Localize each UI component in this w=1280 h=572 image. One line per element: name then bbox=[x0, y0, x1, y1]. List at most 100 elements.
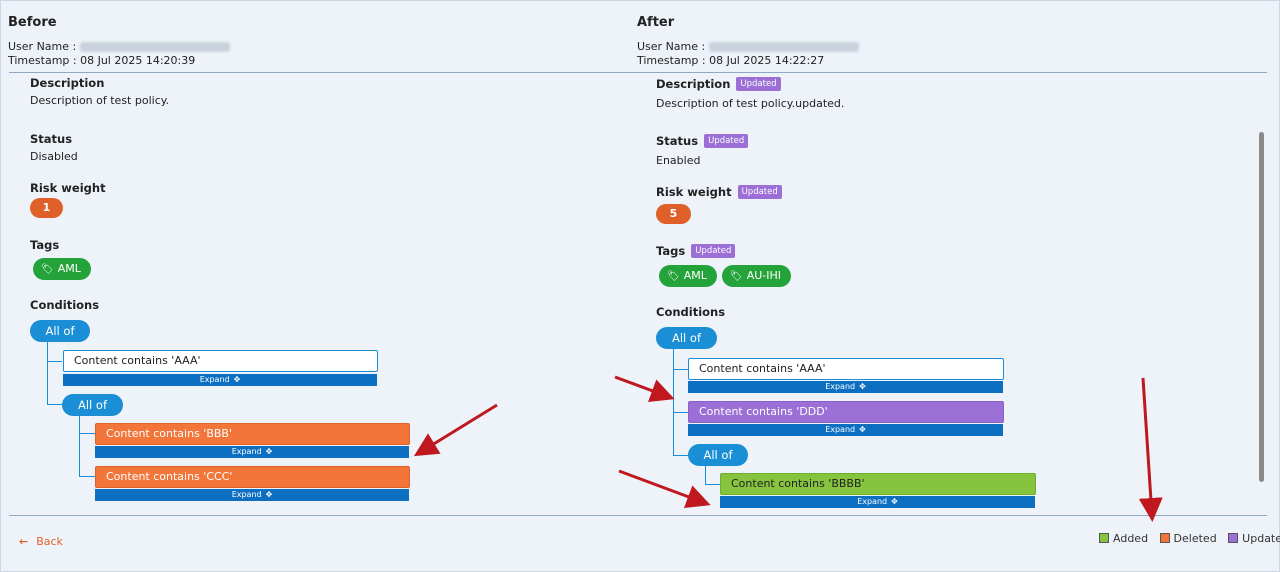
after-tag-chip-aml: 🏷AML bbox=[659, 265, 717, 287]
after-title: After bbox=[637, 15, 675, 30]
legend-label: Updated bbox=[1242, 532, 1280, 545]
after-allof-root[interactable]: All of bbox=[656, 327, 717, 349]
before-conditions-label: Conditions bbox=[30, 298, 100, 312]
after-timestamp: Timestamp : 08 Jul 2025 14:22:27 bbox=[637, 54, 825, 67]
before-description-label: Description bbox=[30, 76, 105, 90]
before-header: Before User Name : Timestamp : 08 Jul 20… bbox=[8, 15, 230, 68]
expand-label: Expand bbox=[825, 382, 856, 391]
after-condition-aaa[interactable]: Content contains 'AAA' bbox=[688, 358, 1004, 380]
expand-label: Expand bbox=[825, 425, 856, 434]
before-condition-ccc[interactable]: Content contains 'CCC' bbox=[95, 466, 410, 488]
before-title: Before bbox=[8, 15, 57, 30]
tree-connector bbox=[79, 434, 95, 477]
red-arrow-annotation bbox=[614, 375, 675, 403]
before-status-label: Status bbox=[30, 132, 73, 146]
tree-connector bbox=[673, 349, 688, 370]
back-label: Back bbox=[36, 535, 63, 548]
expand-label: Expand bbox=[231, 447, 262, 456]
before-status-value: Disabled bbox=[30, 150, 78, 163]
expand-label: Expand bbox=[857, 497, 888, 506]
redacted-username bbox=[79, 42, 230, 52]
tree-connector bbox=[705, 466, 720, 485]
legend-swatch-added bbox=[1099, 533, 1109, 543]
after-header: After User Name : Timestamp : 08 Jul 202… bbox=[637, 15, 859, 68]
legend-label: Deleted bbox=[1173, 532, 1217, 545]
legend-swatch-updated bbox=[1228, 533, 1239, 543]
tree-connector bbox=[673, 413, 688, 456]
before-timestamp: Timestamp : 08 Jul 2025 14:20:39 bbox=[8, 54, 196, 67]
after-expand-aaa[interactable]: Expand✥ bbox=[688, 381, 1003, 393]
before-expand-ccc[interactable]: Expand✥ bbox=[95, 489, 409, 501]
before-tags-label: Tags bbox=[30, 238, 60, 252]
back-button[interactable]: ←Back bbox=[19, 535, 63, 548]
before-expand-bbb[interactable]: Expand✥ bbox=[95, 446, 409, 458]
before-expand-aaa[interactable]: Expand✥ bbox=[63, 374, 377, 386]
tree-connector bbox=[47, 342, 62, 362]
expand-arrows-icon: ✥ bbox=[891, 497, 898, 506]
after-status-label-text: Status bbox=[656, 134, 699, 148]
before-risk-badge: 1 bbox=[30, 198, 63, 218]
after-conditions-label: Conditions bbox=[656, 305, 726, 319]
before-allof-nested[interactable]: All of bbox=[62, 394, 123, 416]
after-user-name-label: User Name : bbox=[637, 40, 706, 53]
expand-arrows-icon: ✥ bbox=[859, 425, 866, 434]
header-divider bbox=[9, 72, 1267, 73]
expand-arrows-icon: ✥ bbox=[233, 375, 241, 384]
after-condition-bbbb[interactable]: Content contains 'BBBB' bbox=[720, 473, 1036, 495]
red-arrow-annotation bbox=[1138, 377, 1163, 522]
legend-deleted: Deleted bbox=[1159, 532, 1217, 545]
after-tag-label: AU-IHI bbox=[746, 269, 782, 282]
red-arrow-annotation bbox=[413, 403, 498, 457]
updated-badge: Updated bbox=[691, 244, 736, 258]
tree-connector bbox=[79, 416, 95, 434]
after-description-label: Description Updated bbox=[656, 77, 781, 91]
legend-label: Added bbox=[1113, 532, 1149, 545]
expand-arrows-icon: ✥ bbox=[265, 490, 273, 499]
red-arrow-annotation bbox=[618, 469, 711, 508]
after-status-label: Status Updated bbox=[656, 134, 749, 148]
after-allof-nested[interactable]: All of bbox=[688, 444, 748, 466]
tag-icon: 🏷 bbox=[667, 271, 680, 282]
before-condition-bbb[interactable]: Content contains 'BBB' bbox=[95, 423, 410, 445]
tag-icon: 🏷 bbox=[730, 271, 743, 282]
after-risk-badge: 5 bbox=[656, 204, 691, 224]
after-tags-label: Tags Updated bbox=[656, 244, 736, 258]
expand-arrows-icon: ✥ bbox=[265, 447, 273, 456]
after-condition-ddd[interactable]: Content contains 'DDD' bbox=[688, 401, 1004, 423]
after-tags-label-text: Tags bbox=[656, 244, 686, 258]
updated-badge: Updated bbox=[736, 77, 781, 91]
before-description-value: Description of test policy. bbox=[30, 94, 170, 107]
after-status-value: Enabled bbox=[656, 154, 701, 167]
before-tag-label: AML bbox=[57, 262, 81, 275]
after-tag-chip-au-ihi: 🏷AU-IHI bbox=[722, 265, 792, 287]
after-tag-label: AML bbox=[683, 269, 707, 282]
before-user-name-label: User Name : bbox=[8, 40, 77, 53]
footer-divider bbox=[9, 515, 1267, 516]
before-user-name: User Name : bbox=[8, 40, 230, 54]
updated-badge: Updated bbox=[704, 134, 749, 148]
before-allof-root[interactable]: All of bbox=[30, 320, 90, 342]
after-expand-bbbb[interactable]: Expand✥ bbox=[720, 496, 1035, 508]
expand-label: Expand bbox=[231, 490, 262, 499]
tree-connector bbox=[47, 362, 62, 405]
after-expand-ddd[interactable]: Expand✥ bbox=[688, 424, 1003, 436]
updated-badge: Updated bbox=[737, 185, 782, 199]
scrollbar[interactable] bbox=[1259, 132, 1264, 482]
expand-arrows-icon: ✥ bbox=[859, 382, 866, 391]
after-description-label-text: Description bbox=[656, 77, 731, 91]
after-risk-label: Risk weight Updated bbox=[656, 185, 782, 199]
after-user-name: User Name : bbox=[637, 40, 859, 54]
before-condition-aaa[interactable]: Content contains 'AAA' bbox=[63, 350, 378, 372]
after-risk-label-text: Risk weight bbox=[656, 185, 732, 199]
redacted-username bbox=[708, 42, 859, 52]
expand-label: Expand bbox=[199, 375, 230, 384]
legend-updated: Updated bbox=[1228, 532, 1280, 545]
legend-added: Added bbox=[1099, 532, 1148, 545]
before-risk-label: Risk weight bbox=[30, 181, 106, 195]
before-tag-chip: 🏷AML bbox=[33, 258, 91, 280]
legend-swatch-deleted bbox=[1159, 533, 1170, 543]
legend: Added Deleted Updated bbox=[1099, 532, 1280, 545]
tag-icon: 🏷 bbox=[41, 264, 54, 275]
